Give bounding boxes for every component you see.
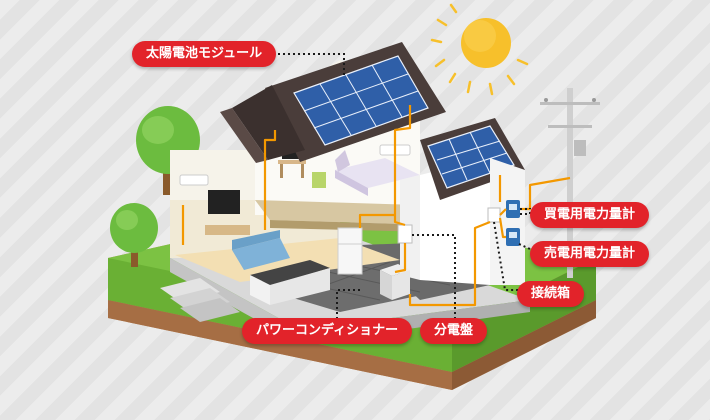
entrance-stairs xyxy=(160,278,240,322)
label-power-conditioner: パワーコンディショナー xyxy=(242,318,413,348)
utility-pole-icon xyxy=(540,88,600,278)
sun-icon xyxy=(430,3,529,96)
label-distribution-board: 分電盤 xyxy=(420,318,488,348)
distribution-board-unit xyxy=(397,224,413,244)
label-sale-meter: 売電用電力量計 xyxy=(530,241,650,271)
sofa xyxy=(232,230,290,270)
electric-meter-icon xyxy=(506,228,520,246)
electric-meter-icon xyxy=(506,200,520,218)
tree-icon xyxy=(110,203,158,267)
label-junction-box: 接続箱 xyxy=(517,281,585,311)
power-conditioner-unit xyxy=(380,264,410,300)
wiring xyxy=(181,105,571,307)
solar-panel-array-main xyxy=(293,55,429,146)
bed xyxy=(335,150,420,196)
label-solar-module: 太陽電池モジュール xyxy=(132,41,277,71)
annex-roof xyxy=(420,118,525,200)
label-purchase-meter: 買電用電力量計 xyxy=(530,202,650,232)
